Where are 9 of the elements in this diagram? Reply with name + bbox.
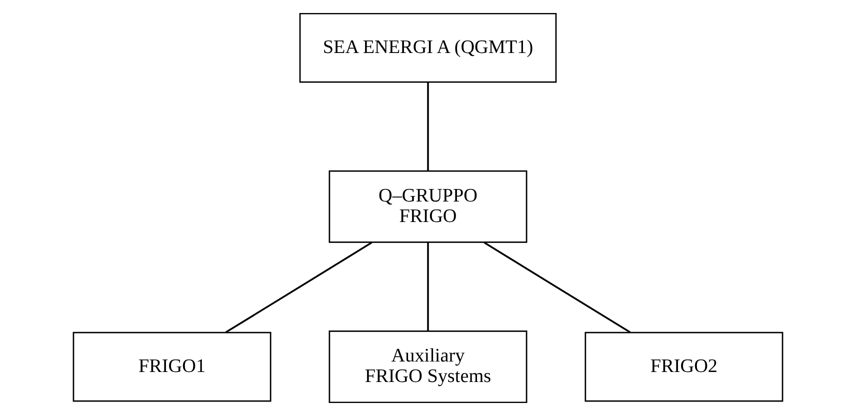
node-box: Auxiliary FRIGO Systems xyxy=(328,330,527,404)
connector xyxy=(483,242,630,334)
node-box: FRIGO2 xyxy=(584,332,783,402)
node-box: FRIGO1 xyxy=(72,332,271,402)
connector xyxy=(224,242,372,334)
node-box: SEA ENERGI A (QGMT1) xyxy=(298,12,556,83)
node-box: Q–GRUPPO FRIGO xyxy=(328,170,527,243)
connector xyxy=(426,82,428,171)
connector xyxy=(426,242,428,331)
